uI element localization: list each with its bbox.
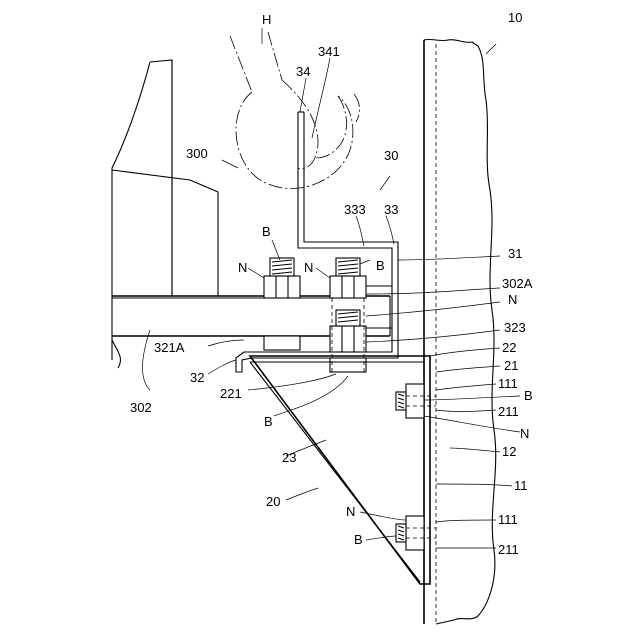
label-11: 11 bbox=[514, 478, 528, 493]
hanger-30 bbox=[236, 112, 398, 372]
label-22: 22 bbox=[502, 340, 516, 355]
label-302: 302 bbox=[130, 400, 152, 415]
label-111-bot: 111 bbox=[498, 512, 518, 527]
bracket-20 bbox=[250, 356, 430, 584]
label-31: 31 bbox=[508, 246, 522, 261]
label-32: 32 bbox=[190, 370, 204, 385]
label-N-top1: N bbox=[238, 260, 247, 275]
label-333: 333 bbox=[344, 202, 366, 217]
label-12: 12 bbox=[502, 444, 516, 459]
label-N-bottom: N bbox=[346, 504, 355, 519]
label-H: H bbox=[262, 12, 271, 27]
label-10: 10 bbox=[508, 10, 522, 25]
label-111-top: 111 bbox=[498, 376, 518, 391]
label-211-top: 211 bbox=[498, 404, 519, 419]
label-B-low: B bbox=[264, 414, 273, 429]
label-341: 341 bbox=[318, 44, 340, 59]
label-B-right1: B bbox=[524, 388, 533, 403]
label-B-top2: B bbox=[376, 258, 385, 273]
label-221: 221 bbox=[220, 386, 242, 401]
label-20: 20 bbox=[266, 494, 280, 509]
label-N-right1: N bbox=[520, 426, 529, 441]
label-302A: 302A bbox=[502, 276, 533, 291]
label-211-bot: 211 bbox=[498, 542, 519, 557]
label-21: 21 bbox=[504, 358, 518, 373]
label-23: 23 bbox=[282, 450, 296, 465]
label-34: 34 bbox=[296, 64, 310, 79]
label-B-top1: B bbox=[262, 224, 271, 239]
label-N-mid: N bbox=[508, 292, 517, 307]
label-323: 323 bbox=[504, 320, 526, 335]
label-300: 300 bbox=[186, 146, 208, 161]
label-N-top2: N bbox=[304, 260, 313, 275]
label-30: 30 bbox=[384, 148, 398, 163]
label-321A: 321A bbox=[154, 340, 185, 355]
label-33: 33 bbox=[384, 202, 398, 217]
label-B-bottom: B bbox=[354, 532, 363, 547]
hook-H bbox=[230, 32, 360, 188]
bolt-mid bbox=[330, 298, 366, 372]
bolt-left-top bbox=[264, 258, 300, 350]
structure-300 bbox=[112, 60, 218, 368]
